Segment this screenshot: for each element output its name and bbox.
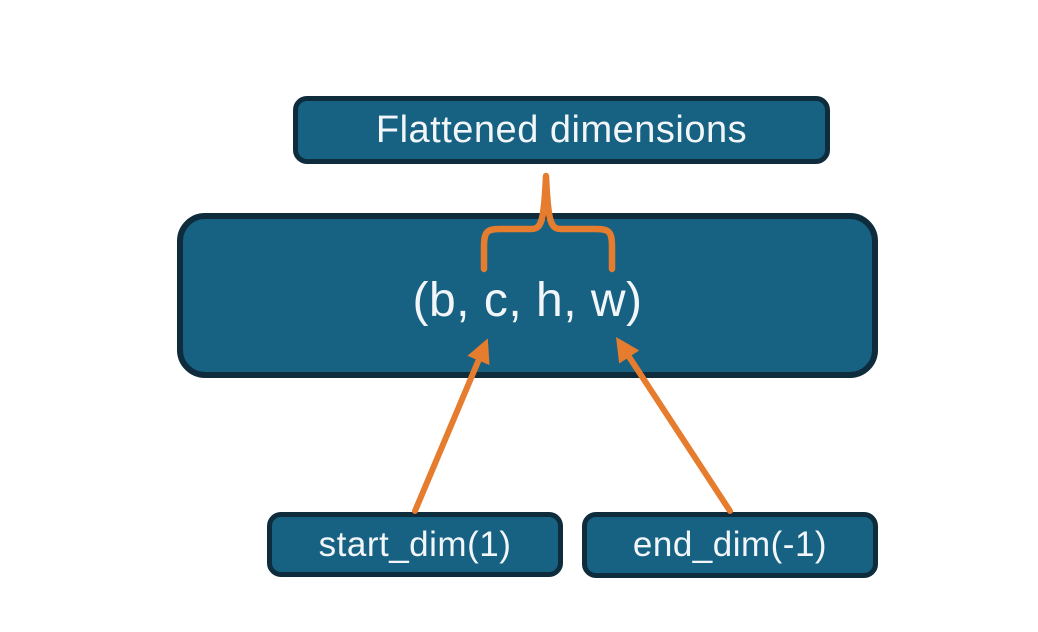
start-dim-label: start_dim(1) [318,524,512,564]
flattened-dimensions-box: Flattened dimensions [293,96,830,164]
end-dim-label: end_dim(-1) [632,525,828,564]
start-dim-box: start_dim(1) [267,512,563,577]
tensor-shape-label: (b, c, h, w) [412,274,643,327]
end-dim-box: end_dim(-1) [582,512,878,578]
flattened-dimensions-label: Flattened dimensions [375,108,748,151]
tensor-shape-box: (b, c, h, w) [177,213,878,378]
